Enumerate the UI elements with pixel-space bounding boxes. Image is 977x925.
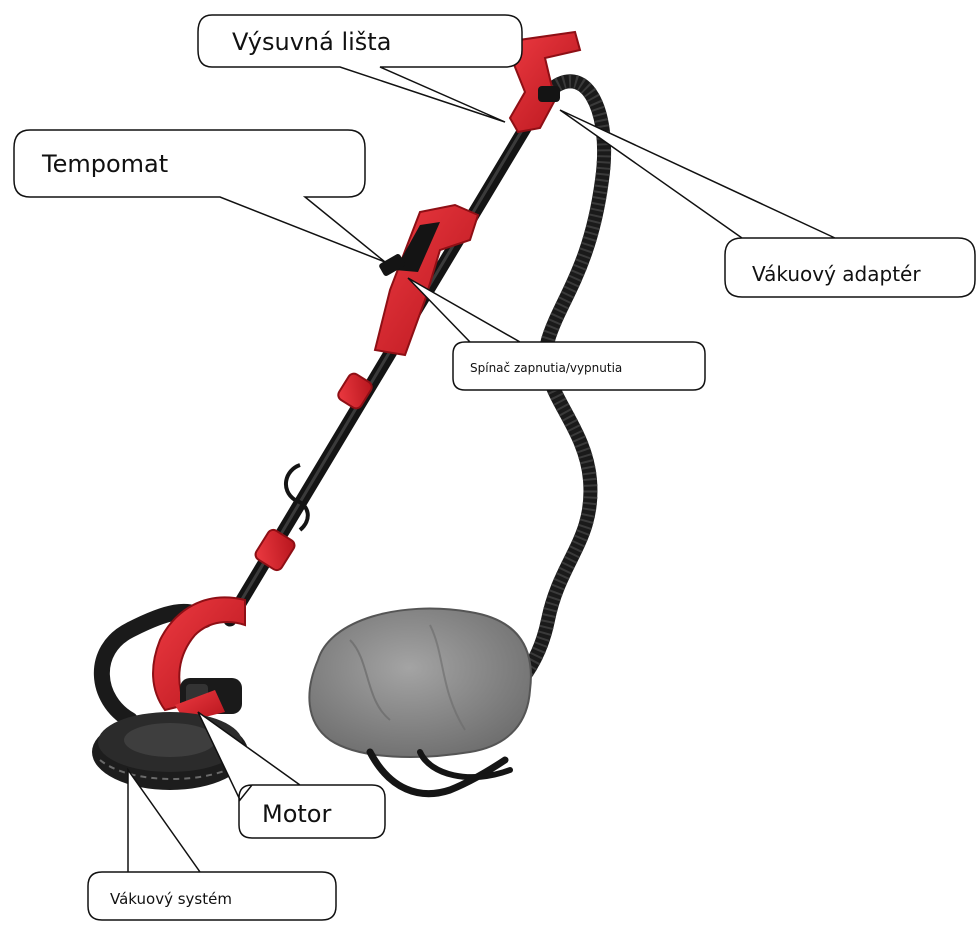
label-extension-bar: Výsuvná lišta	[232, 28, 391, 56]
dust-bag	[309, 609, 531, 794]
label-power-switch: Spínač zapnutia/vypnutia	[470, 361, 622, 375]
label-vacuum-system: Vákuový systém	[110, 890, 232, 908]
label-tempomat: Tempomat	[42, 150, 168, 178]
label-vacuum-adapter: Vákuový adaptér	[752, 262, 921, 286]
label-motor: Motor	[262, 800, 331, 828]
